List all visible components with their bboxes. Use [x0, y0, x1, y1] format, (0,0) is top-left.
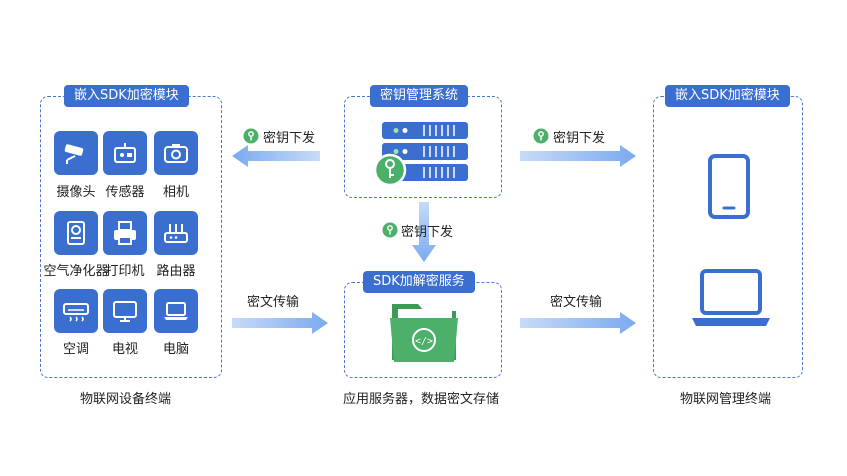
- key-down-arrow: [412, 202, 436, 262]
- device-label: 打印机: [105, 264, 145, 279]
- right-panel-caption: 物联网管理终端: [680, 392, 772, 407]
- cipher-right-label: 密文传输: [550, 295, 603, 310]
- key-right-arrow: [520, 145, 636, 167]
- sensor-icon: [103, 131, 147, 175]
- key-icon: [382, 222, 398, 238]
- device-label: 电脑: [162, 342, 189, 357]
- air-conditioner-icon: [54, 289, 98, 333]
- left-panel-title: 嵌入SDK加密模块: [64, 85, 189, 107]
- key-left-arrow: [232, 145, 320, 167]
- sdk-service-title: SDK加解密服务: [363, 271, 475, 293]
- device-label: 摄像头: [56, 185, 96, 200]
- tv-icon: [103, 289, 147, 333]
- key-system-title: 密钥管理系统: [370, 85, 469, 107]
- air-purifier-icon: [54, 211, 98, 255]
- device-label: 相机: [162, 185, 189, 200]
- camera-cctv-icon: [54, 131, 98, 175]
- key-right-label: 密钥下发: [553, 131, 606, 146]
- key-down-label: 密钥下发: [401, 225, 454, 240]
- device-label: 路由器: [156, 264, 196, 279]
- router-icon: [154, 211, 198, 255]
- device-label: 电视: [111, 342, 138, 357]
- key-icon: [243, 128, 259, 144]
- left-panel-caption: 物联网设备终端: [80, 392, 172, 407]
- cipher-right-arrow: [520, 312, 636, 334]
- device-label: 空气净化器: [43, 264, 109, 279]
- device-label: 传感器: [105, 185, 145, 200]
- right-panel-title: 嵌入SDK加密模块: [665, 85, 790, 107]
- laptop-icon: [154, 289, 198, 333]
- svg-text:</>: </>: [415, 336, 433, 347]
- key-left-label: 密钥下发: [263, 131, 316, 146]
- cipher-left-label: 密文传输: [247, 295, 300, 310]
- key-icon: [533, 128, 549, 144]
- sdk-service-caption: 应用服务器，数据密文存储: [343, 392, 500, 407]
- cipher-left-arrow: [232, 312, 328, 334]
- printer-icon: [103, 211, 147, 255]
- camera-icon: [154, 131, 198, 175]
- device-label: 空调: [62, 342, 89, 357]
